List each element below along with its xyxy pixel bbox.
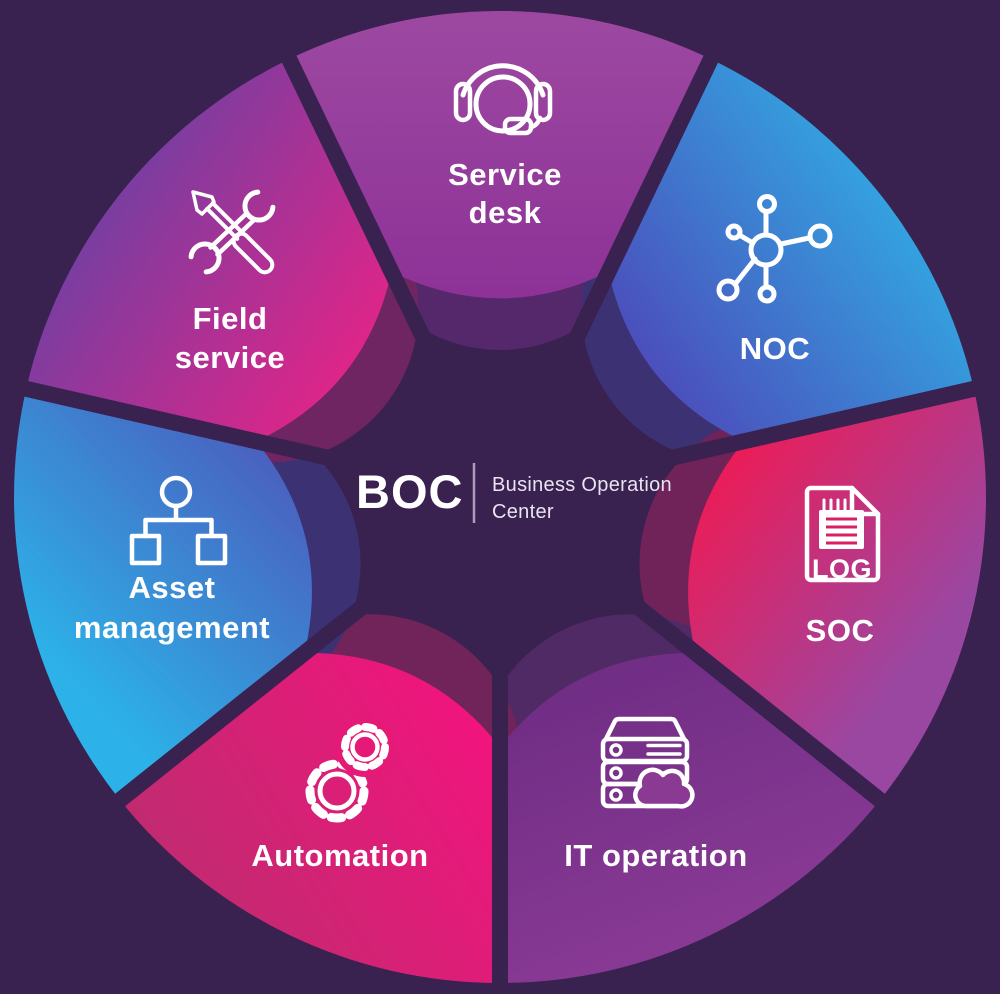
server-led [609, 766, 623, 780]
tools-icon [188, 189, 276, 275]
server-led [609, 743, 623, 757]
brand-subtitle-line2: Center [492, 501, 554, 523]
log-file-outline [804, 485, 881, 583]
gear-small-ring [350, 732, 380, 762]
segment-divider [544, 38, 727, 393]
log-notepad-lines [826, 517, 857, 545]
network-spoke [778, 235, 812, 247]
segment-dividers [5, 38, 995, 994]
segment-label-asset-management: Asset [129, 570, 216, 605]
segment-divider [5, 376, 385, 479]
org-chart-connectors [143, 503, 214, 539]
headset-mic [502, 116, 534, 136]
headset-band [460, 63, 546, 98]
segment-divider [273, 38, 456, 393]
segment-label-soc: SOC [806, 613, 875, 648]
screwdriver-shaft [205, 201, 245, 241]
network-hub-icon [716, 194, 833, 304]
headset-earcup-right [533, 81, 553, 123]
segment-label-service-desk: Service [448, 157, 562, 192]
brand-text: BOC [356, 465, 463, 518]
segment-label-it-operation: IT operation [564, 838, 747, 873]
org-chart-icon [129, 475, 228, 566]
log-file-icon: LOG [804, 485, 881, 584]
segment-label-noc: NOC [740, 331, 810, 366]
segments [14, 10, 986, 984]
segment-label-automation: Automation [251, 838, 428, 873]
segment-labels: Service desk NOC SOC IT operation Automa… [74, 157, 874, 873]
segment-label-asset-management: management [74, 610, 270, 645]
segment-label-field-service: service [175, 340, 285, 375]
gear-small-teeth [341, 723, 389, 771]
network-node [757, 194, 777, 214]
wrench-head-top [242, 189, 276, 223]
server-cloud-icon [600, 716, 695, 809]
org-chart-node-left [129, 533, 162, 566]
network-node [716, 278, 740, 302]
server-led [609, 788, 623, 802]
gears-icon [305, 717, 395, 823]
segment-shape-automation [120, 652, 500, 984]
server-lid [603, 716, 687, 742]
wrench-head-bottom [188, 241, 222, 275]
segment-divider [588, 565, 900, 819]
network-node [807, 223, 833, 249]
segment-label-service-desk: desk [469, 195, 542, 230]
network-node [725, 223, 743, 241]
segment-divider [100, 565, 412, 819]
headset-earcup-left [453, 81, 473, 123]
network-spoke [733, 256, 758, 286]
gear-large-ring [317, 771, 357, 811]
segment-divider [615, 376, 995, 479]
cloud-shape [633, 767, 695, 809]
segment-shape-field-service [26, 59, 392, 442]
log-file-text: LOG [812, 554, 872, 584]
headset-head [473, 74, 533, 134]
segment-shape-service-desk [289, 10, 711, 299]
network-node [757, 284, 777, 304]
org-chart-node-right [195, 533, 228, 566]
network-spoke [738, 233, 756, 246]
center-logo: BOC Business Operation Center [356, 463, 672, 523]
brand-subtitle-line1: Business Operation [492, 474, 672, 496]
log-notepad-coil [822, 498, 854, 515]
headset-icon [453, 63, 553, 136]
segment-label-field-service: Field [193, 301, 268, 336]
segment-shape-it-operation [500, 652, 880, 984]
gear-large-teeth [305, 759, 369, 823]
screwdriver-handle [231, 231, 275, 275]
segment-shape-noc [608, 59, 974, 442]
